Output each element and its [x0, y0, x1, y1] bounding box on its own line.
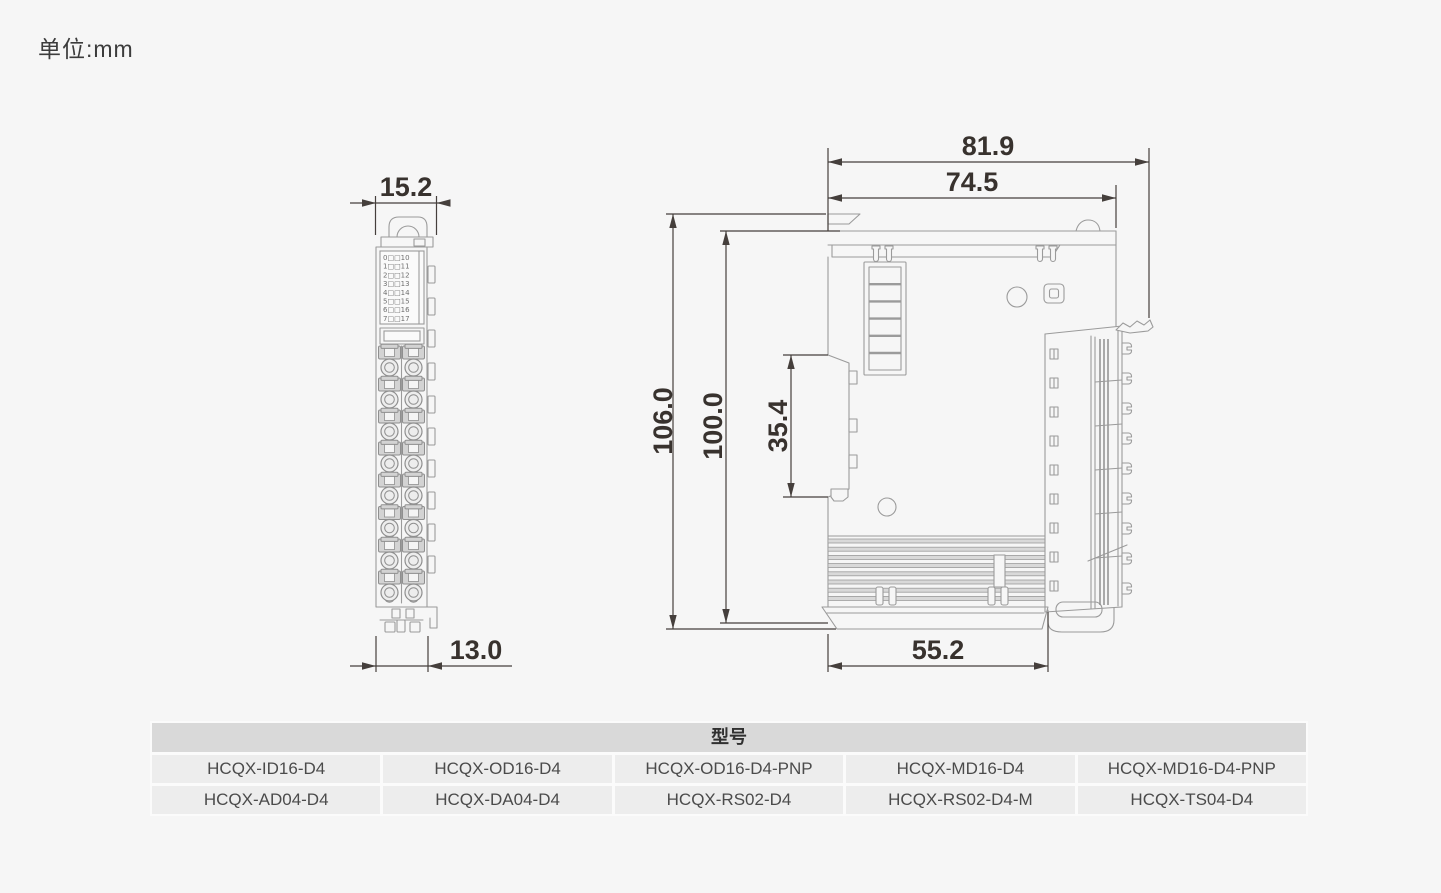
dim-label-front-width-top: 15.2 [380, 172, 433, 202]
model-table: 型号 HCQX-ID16-D4 HCQX-OD16-D4 HCQX-OD16-D… [150, 721, 1308, 816]
dim-label-front-width-bottom: 13.0 [450, 635, 503, 665]
dim-label-overall-width: 81.9 [962, 131, 1015, 161]
dim-label-overall-height: 106.0 [648, 387, 678, 455]
dim-label-din-notch-height: 35.4 [763, 400, 793, 453]
led-label: 1□□11 [383, 263, 410, 271]
model-cell: HCQX-RS02-D4-M [846, 786, 1075, 814]
model-cell: HCQX-MD16-D4-PNP [1077, 755, 1307, 783]
model-cell: HCQX-OD16-D4-PNP [614, 755, 844, 783]
led-label: 3□□13 [383, 280, 410, 288]
model-cell: HCQX-OD16-D4 [383, 755, 612, 783]
model-cell: HCQX-TS04-D4 [1077, 786, 1307, 814]
model-cell: HCQX-AD04-D4 [152, 786, 381, 814]
led-label-panel: 0□□10 1□□11 2□□12 3□□13 4□□14 5□□15 6□□1… [383, 254, 410, 323]
led-label: 5□□15 [383, 298, 410, 306]
model-cell: HCQX-RS02-D4 [614, 786, 844, 814]
model-cell: HCQX-DA04-D4 [383, 786, 612, 814]
dimension-overall-width: 81.9 [827, 131, 1150, 318]
dim-label-body-width: 74.5 [946, 167, 999, 197]
led-label: 4□□14 [383, 289, 410, 297]
dimension-base-width: 55.2 [827, 612, 1049, 672]
dimension-din-notch-height: 35.4 [763, 354, 828, 498]
led-label: 7□□17 [383, 315, 410, 323]
dimension-front-width-top: 15.2 [350, 172, 451, 235]
model-table-row: HCQX-ID16-D4 HCQX-OD16-D4 HCQX-OD16-D4-P… [152, 755, 1307, 783]
model-table-header: 型号 [152, 723, 1306, 752]
front-view-drawing: 0□□10 1□□11 2□□12 3□□13 4□□14 5□□15 6□□1… [375, 216, 438, 633]
led-label: 0□□10 [383, 254, 410, 262]
dimension-body-height: 100.0 [698, 230, 840, 624]
model-table-row: HCQX-AD04-D4 HCQX-DA04-D4 HCQX-RS02-D4 H… [152, 786, 1307, 814]
led-label: 2□□12 [383, 271, 410, 279]
side-view-drawing [821, 213, 1154, 633]
dim-label-body-height: 100.0 [698, 392, 728, 460]
unit-label: 单位:mm [38, 36, 134, 62]
dimension-body-width: 74.5 [828, 167, 1117, 228]
led-label: 6□□16 [383, 306, 410, 314]
model-cell: HCQX-MD16-D4 [846, 755, 1075, 783]
model-cell: HCQX-ID16-D4 [152, 755, 381, 783]
dimension-front-width-bottom: 13.0 [350, 635, 512, 672]
dimension-overall-height: 106.0 [648, 213, 836, 630]
dim-label-base-width: 55.2 [912, 635, 965, 665]
